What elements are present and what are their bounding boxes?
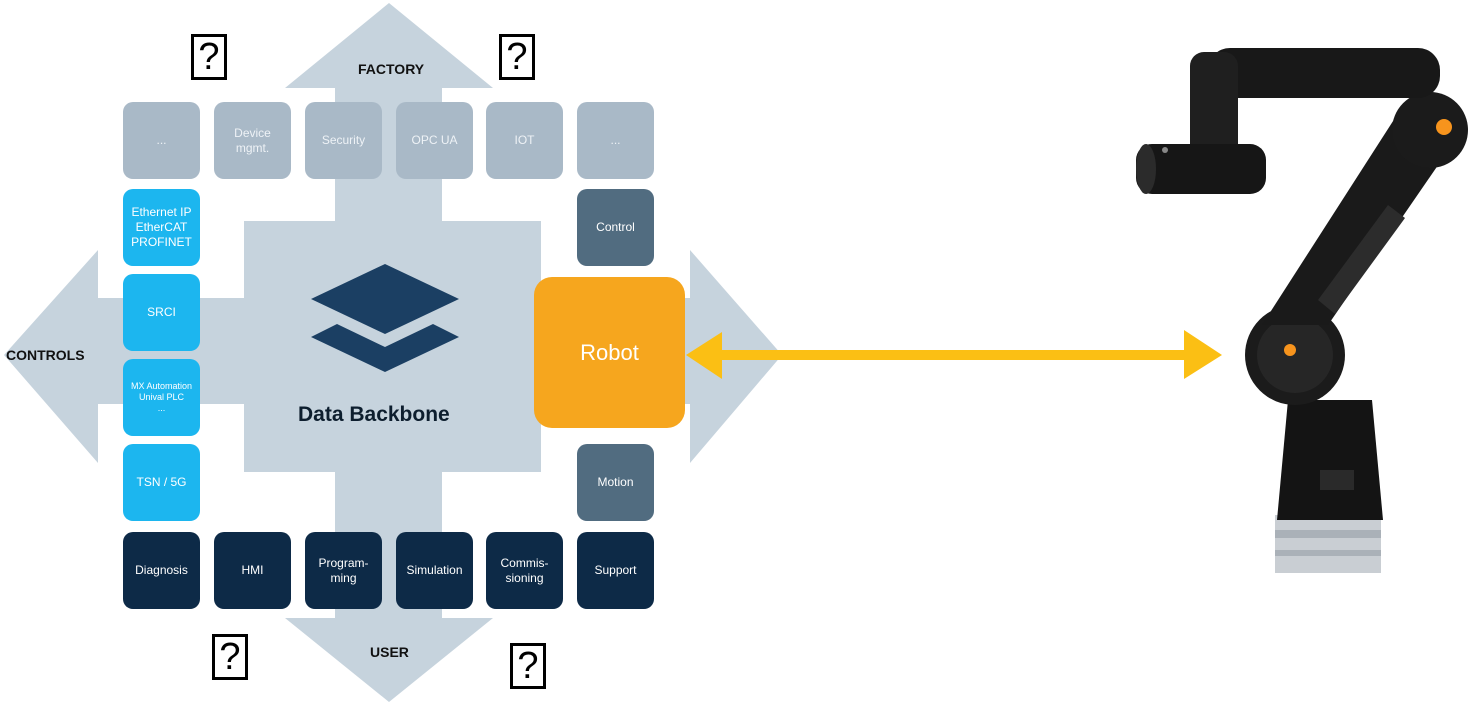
- factory-tile: ...: [577, 102, 654, 179]
- question-mark-box: ?: [499, 34, 535, 80]
- question-mark-box: ?: [212, 634, 248, 680]
- robot-tile-motion: Motion: [577, 444, 654, 521]
- controls-tile-srci: SRCI: [123, 274, 200, 351]
- controls-tile-fieldbus: Ethernet IP EtherCAT PROFINET: [123, 189, 200, 266]
- user-tile-simulation: Simulation: [396, 532, 473, 609]
- question-mark-box: ?: [191, 34, 227, 80]
- factory-tile-opc-ua: OPC UA: [396, 102, 473, 179]
- robot-block: Robot: [534, 277, 685, 428]
- connector-arrow: [686, 330, 1222, 379]
- controls-tile-plc: MX Automation Unival PLC ...: [123, 359, 200, 436]
- controls-label: CONTROLS: [6, 347, 85, 363]
- robot-arm-image: [1136, 48, 1468, 573]
- factory-tile-iot: IOT: [486, 102, 563, 179]
- factory-tile: ...: [123, 102, 200, 179]
- user-tile-commissioning: Commis- sioning: [486, 532, 563, 609]
- user-tile-hmi: HMI: [214, 532, 291, 609]
- user-tile-programming: Program- ming: [305, 532, 382, 609]
- factory-tile-security: Security: [305, 102, 382, 179]
- user-label: USER: [370, 644, 409, 660]
- layers-icon-bottom: [311, 324, 459, 372]
- factory-tile-device-mgmt: Device mgmt.: [214, 102, 291, 179]
- layers-icon: [311, 264, 459, 334]
- controls-tile-tsn-5g: TSN / 5G: [123, 444, 200, 521]
- data-backbone-title: Data Backbone: [298, 403, 450, 426]
- factory-label: FACTORY: [358, 61, 425, 77]
- robot-tile-control: Control: [577, 189, 654, 266]
- user-arrow: [285, 470, 493, 702]
- user-tile-diagnosis: Diagnosis: [123, 532, 200, 609]
- user-tile-support: Support: [577, 532, 654, 609]
- question-mark-box: ?: [510, 643, 546, 689]
